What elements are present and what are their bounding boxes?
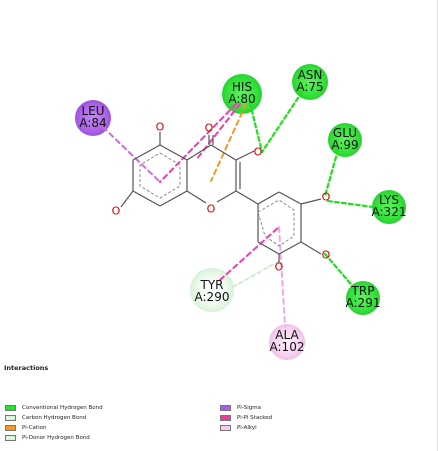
pi-pi-tyr290 bbox=[219, 226, 280, 281]
residue-label-his80: HIS bbox=[232, 80, 252, 94]
interaction-lines bbox=[102, 90, 375, 327]
legend-item-pi-alkyl: Pi-Alkyl bbox=[220, 425, 257, 431]
residue-label-glu99: GLU bbox=[333, 126, 357, 140]
residue-num-asn75: A:75 bbox=[296, 80, 323, 94]
atom-o-c5: O bbox=[156, 121, 165, 134]
ligand-bonds bbox=[120, 132, 322, 263]
pi-sigma-leu84 bbox=[102, 126, 161, 183]
legend-label: Pi-Sigma bbox=[237, 405, 261, 411]
residue-labels: HIS A:80 ASN A:75 LEU A:84 GLU A:99 LYS … bbox=[79, 68, 406, 354]
hbond-asn75-o3 bbox=[260, 90, 304, 154]
legend-item-conventional-hbond: Conventional Hydrogen Bond bbox=[5, 405, 103, 411]
residue-label-tyr290: TYR bbox=[200, 278, 224, 292]
residue-label-leu84: LEU bbox=[81, 104, 104, 118]
atom-o-ring: O bbox=[207, 203, 216, 216]
legend-label: Pi-Cation bbox=[22, 425, 47, 431]
residue-label-trp291: TRP bbox=[351, 284, 375, 298]
atom-o-c3p: O bbox=[322, 249, 331, 262]
residue-num-lys321: A:321 bbox=[372, 205, 407, 219]
pi-donor-tyr290 bbox=[232, 260, 280, 288]
pi-cation-his80 bbox=[210, 103, 247, 182]
residue-num-trp291: A:291 bbox=[346, 296, 381, 310]
residue-label-asn75: ASN bbox=[298, 68, 323, 82]
residue-num-tyr290: A:290 bbox=[195, 290, 230, 304]
pi-pi-his80-b bbox=[195, 103, 241, 161]
atom-o-c4p: O bbox=[322, 191, 331, 204]
hbond-trp291-o bbox=[323, 252, 358, 292]
legend-item-pi-cation: Pi-Cation bbox=[5, 425, 46, 431]
legend-item-carbon-hbond: Carbon Hydrogen Bond bbox=[5, 415, 86, 421]
legend-swatch bbox=[220, 405, 231, 411]
pi-alkyl-ala102 bbox=[278, 226, 286, 327]
legend-label: Pi-Pi Stacked bbox=[237, 415, 273, 421]
interaction-diagram: O O O O O O O O HIS A:80 ASN A:75 LEU A:… bbox=[75, 64, 406, 360]
residue-label-lys321: LYS bbox=[379, 193, 399, 207]
legend-item-pi-donor-hbond: Pi-Donor Hydrogen Bond bbox=[5, 435, 90, 441]
residue-num-his80: A:80 bbox=[228, 92, 255, 106]
atom-labels: O O O O O O O O bbox=[112, 121, 331, 274]
residue-discs bbox=[75, 64, 406, 360]
atom-o-c4: O bbox=[205, 122, 214, 135]
residue-disc-tyr290 bbox=[190, 268, 234, 312]
aromatic-rings bbox=[139, 152, 295, 247]
atom-o-c5p: O bbox=[275, 261, 284, 274]
residue-disc-glu99 bbox=[328, 123, 362, 157]
legend-item-pi-pi-stacked: Pi-Pi Stacked bbox=[220, 415, 272, 421]
legend-swatch bbox=[5, 425, 16, 431]
legend-swatch bbox=[5, 435, 16, 441]
atom-o-c7: O bbox=[112, 205, 121, 218]
pi-pi-his80-a bbox=[159, 103, 237, 183]
legend-title: Interactions bbox=[4, 364, 49, 372]
legend-swatch bbox=[5, 405, 16, 411]
legend-swatch bbox=[220, 425, 231, 431]
residue-disc-lys321 bbox=[372, 190, 406, 224]
legend-label: Conventional Hydrogen Bond bbox=[22, 405, 103, 411]
residue-disc-ala102 bbox=[269, 324, 305, 360]
residue-label-ala102: ALA bbox=[275, 328, 299, 342]
legend-item-pi-sigma: Pi-Sigma bbox=[220, 405, 261, 411]
hbond-lys321-o bbox=[326, 199, 375, 209]
residue-num-leu84: A:84 bbox=[79, 116, 106, 130]
residue-num-glu99: A:99 bbox=[331, 138, 358, 152]
residue-num-ala102: A:102 bbox=[270, 340, 305, 354]
interactions-legend: Interactions Conventional Hydrogen Bond … bbox=[0, 361, 438, 451]
legend-label: Carbon Hydrogen Bond bbox=[22, 415, 87, 421]
hbond-his80-o3 bbox=[248, 101, 264, 154]
atom-o-c3: O bbox=[254, 146, 263, 159]
residue-disc-his80 bbox=[222, 74, 262, 114]
residue-disc-asn75 bbox=[292, 64, 328, 100]
legend-label: Pi-Alkyl bbox=[237, 425, 257, 431]
legend-swatch bbox=[220, 415, 231, 421]
legend-swatch bbox=[5, 415, 16, 421]
legend-label: Pi-Donor Hydrogen Bond bbox=[22, 435, 90, 441]
hbond-glu99-o bbox=[323, 148, 340, 198]
